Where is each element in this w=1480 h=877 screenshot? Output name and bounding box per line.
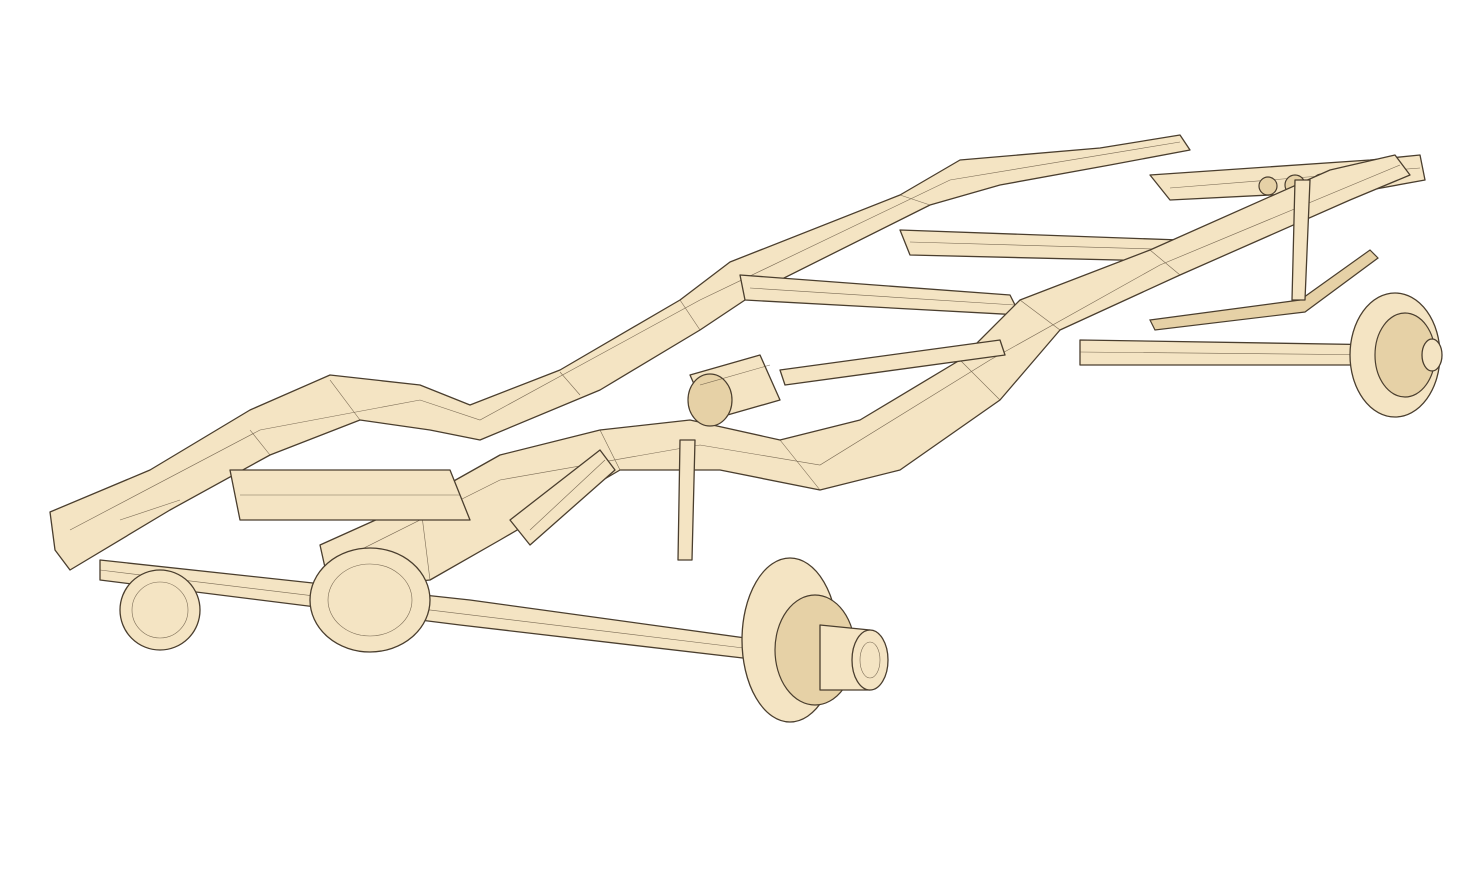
front-suspension xyxy=(99,469,761,661)
shock-absorbers xyxy=(677,179,1311,561)
front-hub xyxy=(741,557,889,723)
rear-hub xyxy=(1349,292,1443,418)
far-frame-rail xyxy=(49,134,1191,571)
front-drum-right xyxy=(309,547,431,653)
front-drum-left xyxy=(119,569,201,651)
driveshaft xyxy=(509,339,1006,546)
